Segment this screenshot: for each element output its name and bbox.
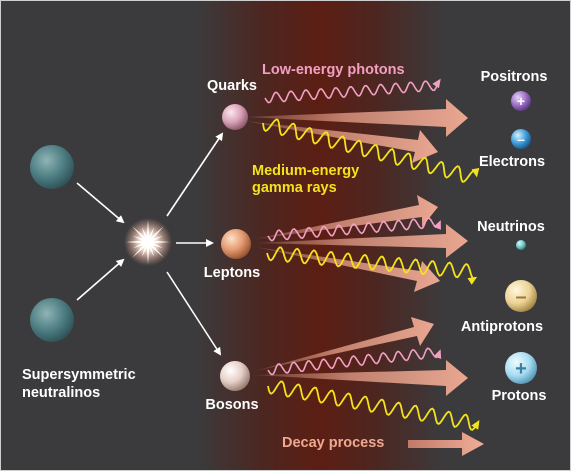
neutralino-upper: [30, 145, 74, 189]
neutrinos-label: Neutrinos: [477, 219, 545, 235]
neutralino-lower: [30, 298, 74, 342]
decay-process-arrow: [408, 432, 484, 456]
neutralinos-label-line1: Supersymmetric: [22, 367, 136, 383]
positron-icon: +: [511, 91, 531, 111]
leptons-label: Leptons: [203, 265, 261, 281]
beam-bosons-lower: [255, 360, 468, 396]
low-energy-photon-waves: [264, 78, 442, 376]
gamma-rays-label-line1: Medium-energy: [252, 163, 360, 179]
decay-process-label: Decay process: [282, 435, 385, 451]
arrow-upper-neutralino-to-flash: [76, 182, 125, 224]
neutralinos-label-line2: neutralinos: [22, 385, 101, 401]
arrow-lower-neutralino-to-flash: [76, 258, 125, 301]
electron-icon: –: [511, 129, 531, 149]
beam-bosons-upper: [255, 317, 434, 371]
gamma-ray-wave: [267, 380, 480, 431]
quarks-label: Quarks: [207, 78, 257, 94]
svg-text:+: +: [517, 93, 525, 109]
gamma-ray-wave: [266, 246, 478, 285]
gamma-rays-label-line2: gamma rays: [252, 180, 337, 196]
beam-leptons-upper: [255, 195, 438, 239]
antiprotons-label: Antiprotons: [460, 319, 544, 335]
beam-leptons-middle: [255, 224, 468, 258]
svg-text:–: –: [517, 131, 525, 147]
beam-quarks-positrons: [245, 99, 468, 137]
low-energy-photon-wave: [267, 217, 441, 242]
lepton-ball: [221, 229, 251, 259]
proton-icon: +: [505, 352, 537, 384]
svg-text:+: +: [515, 358, 527, 380]
arrow-flash-to-bosons: [166, 271, 222, 356]
gamma-ray-wave: [262, 118, 480, 183]
low-energy-photons-label: Low-energy photons: [262, 62, 405, 78]
low-energy-photon-wave: [267, 347, 442, 376]
arrow-flash-to-quarks: [166, 132, 224, 217]
gamma-ray-waves: [262, 118, 480, 431]
protons-label: Protons: [491, 388, 547, 404]
boson-ball: [220, 361, 250, 391]
beam-quarks-electrons: [245, 121, 438, 163]
electrons-label: Electrons: [478, 154, 546, 170]
svg-text:–: –: [515, 286, 526, 308]
positrons-label: Positrons: [480, 69, 548, 85]
interaction-arrows: [76, 132, 224, 356]
quark-ball: [222, 104, 248, 130]
low-energy-photon-wave: [264, 78, 441, 104]
neutrino-icon: [516, 240, 526, 250]
antiproton-icon: –: [505, 280, 537, 312]
annihilation-flash: [124, 218, 172, 266]
bosons-label: Bosons: [205, 397, 259, 413]
